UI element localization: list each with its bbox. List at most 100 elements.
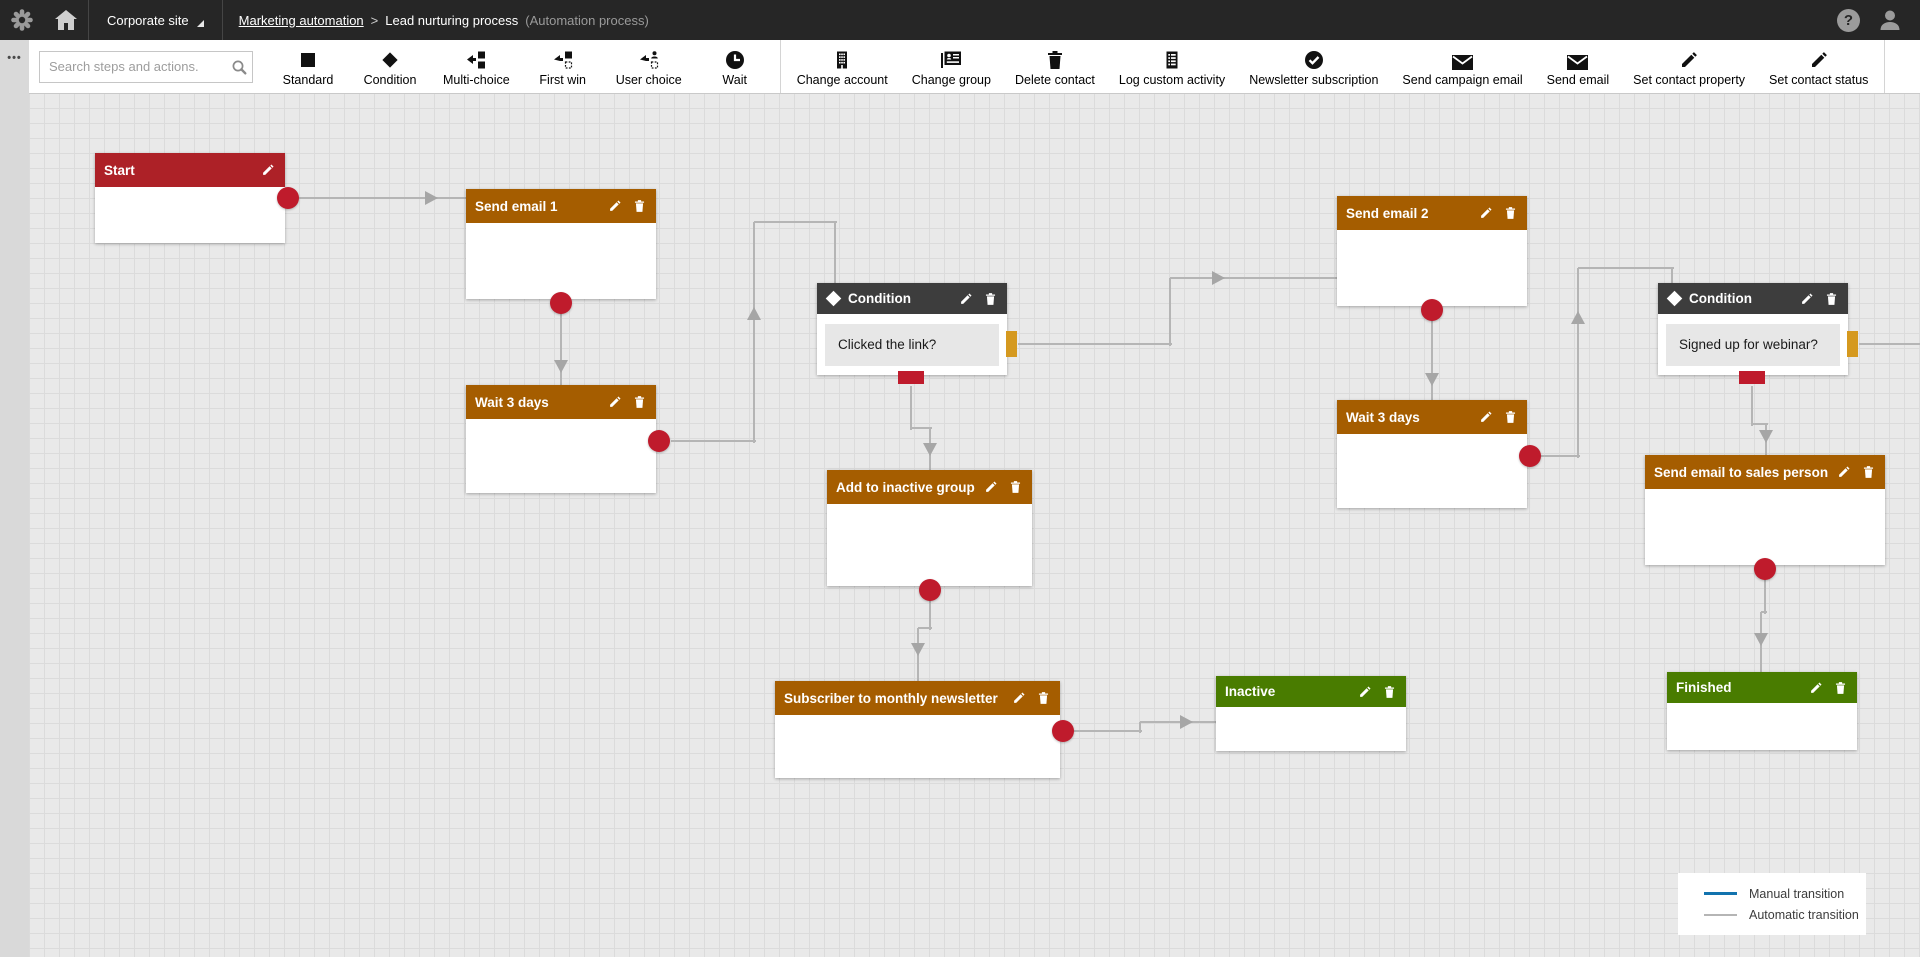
edit-icon[interactable] (1479, 410, 1493, 424)
toolbar-item-label: User choice (615, 72, 682, 87)
toolbar-item-label: Change group (911, 72, 991, 87)
delete-icon[interactable] (1504, 410, 1517, 424)
toolbar-item-newsletter-subscription[interactable]: Newsletter subscription (1237, 40, 1390, 93)
connector-circle-right[interactable] (1052, 720, 1074, 742)
breadcrumb-app-link[interactable]: Marketing automation (238, 12, 364, 28)
delete-icon[interactable] (633, 199, 646, 213)
edit-icon[interactable] (1358, 685, 1372, 699)
node-title: Wait 3 days (1346, 409, 1420, 425)
node-wait-3-days-2[interactable]: Wait 3 days (1337, 400, 1527, 508)
edit-icon[interactable] (261, 163, 275, 177)
node-title: Wait 3 days (475, 394, 549, 410)
kentico-logo-icon (0, 8, 44, 32)
user-icon[interactable] (1878, 8, 1902, 32)
connector-circle-right[interactable] (648, 430, 670, 452)
breadcrumb-page: Lead nurturing process (385, 12, 519, 28)
node-send-email-2[interactable]: Send email 2 (1337, 196, 1527, 306)
toolbar-item-log-custom-activity[interactable]: Log custom activity (1107, 40, 1237, 93)
edit-icon[interactable] (1837, 465, 1851, 479)
toolbar-item-label: Multi-choice (443, 72, 510, 87)
toolbar-item-wait[interactable]: Wait (694, 40, 776, 93)
edit-icon[interactable] (1012, 691, 1026, 705)
search-input[interactable] (40, 59, 231, 74)
connector-circle-bottom[interactable] (1754, 558, 1776, 580)
edit-icon[interactable] (608, 199, 622, 213)
toolbar-item-user-choice[interactable]: User choice (604, 40, 694, 93)
multi-choice-icon (466, 48, 486, 70)
node-condition-2[interactable]: Condition Signed up for webinar? (1658, 283, 1848, 375)
edit-icon[interactable] (1809, 681, 1823, 695)
node-condition-1[interactable]: Condition Clicked the link? (817, 283, 1007, 375)
toolbar-item-first-win[interactable]: First win (522, 40, 604, 93)
node-finished[interactable]: Finished (1667, 672, 1857, 750)
edit-icon[interactable] (959, 292, 973, 306)
toolbar-item-standard[interactable]: Standard (267, 40, 349, 93)
delete-icon[interactable] (1834, 681, 1847, 695)
connector-circle-bottom[interactable] (1421, 299, 1443, 321)
node-title: Finished (1676, 680, 1732, 695)
connector-circle-right[interactable] (277, 187, 299, 209)
delete-icon[interactable] (1862, 465, 1875, 479)
node-wait-3-days-1[interactable]: Wait 3 days (466, 385, 656, 493)
node-title: Condition (1689, 291, 1752, 306)
delete-icon[interactable] (1383, 685, 1396, 699)
automatic-transition-swatch (1704, 913, 1737, 916)
edit-icon[interactable] (608, 395, 622, 409)
edit-icon[interactable] (1479, 206, 1493, 220)
toolbar-item-label: Standard (282, 72, 334, 87)
connector-circle-bottom[interactable] (550, 292, 572, 314)
delete-icon[interactable] (633, 395, 646, 409)
home-icon[interactable] (44, 10, 88, 30)
help-icon[interactable]: ? (1837, 8, 1860, 32)
toolbar-item-label: Delete contact (1014, 72, 1095, 87)
toolbar-item-set-contact-status[interactable]: Set contact status (1757, 40, 1880, 93)
connector-circle-bottom[interactable] (919, 579, 941, 601)
connector-square-bottom[interactable] (898, 371, 924, 384)
delete-icon[interactable] (1504, 206, 1517, 220)
delete-icon[interactable] (984, 292, 997, 306)
left-gutter: ••• (0, 40, 29, 957)
toolbar-item-label: First win (539, 72, 586, 87)
toolbar-item-send-email[interactable]: Send email (1535, 40, 1622, 93)
toolbar-item-set-contact-property[interactable]: Set contact property (1621, 40, 1757, 93)
condition-text: Signed up for webinar? (1666, 323, 1840, 366)
toolbar-item-condition[interactable]: Condition (349, 40, 431, 93)
toolbar-actions-group: Change account Change group Delete conta… (785, 40, 1881, 93)
manual-transition-swatch (1704, 892, 1737, 895)
toolbar-item-delete-contact[interactable]: Delete contact (1003, 40, 1107, 93)
trash-icon (1045, 48, 1065, 70)
toolbar-item-send-campaign-email[interactable]: Send campaign email (1390, 40, 1534, 93)
node-subscriber-to-monthly-newsletter[interactable]: Subscriber to monthly newsletter (775, 681, 1060, 778)
toolbar-item-change-group[interactable]: Change group (900, 40, 1003, 93)
node-title: Condition (848, 291, 911, 306)
node-title: Add to inactive group (836, 479, 975, 495)
toolbar-item-label: Set contact property (1633, 72, 1746, 87)
node-title: Start (104, 162, 135, 178)
search-icon (231, 59, 247, 75)
node-title: Send email 1 (475, 198, 558, 214)
connector-square-bottom[interactable] (1739, 371, 1765, 384)
toolbar-divider (779, 40, 781, 93)
connector-orange-right[interactable] (1847, 331, 1858, 357)
toolbar-item-change-account[interactable]: Change account (785, 40, 900, 93)
delete-icon[interactable] (1009, 480, 1022, 494)
edit-icon[interactable] (1800, 292, 1814, 306)
toolbar-item-label: Set contact status (1769, 72, 1869, 87)
overflow-menu-icon[interactable]: ••• (7, 52, 22, 64)
connector-circle-right[interactable] (1519, 445, 1541, 467)
node-send-email-to-sales-person[interactable]: Send email to sales person (1645, 455, 1885, 565)
delete-icon[interactable] (1825, 292, 1838, 306)
node-inactive[interactable]: Inactive (1216, 676, 1406, 751)
toolbar-item-multi-choice[interactable]: Multi-choice (431, 40, 522, 93)
document-icon (1162, 48, 1182, 70)
envelope-icon (1567, 48, 1589, 70)
node-add-to-inactive-group[interactable]: Add to inactive group (827, 470, 1032, 586)
site-selector[interactable]: Corporate site (89, 0, 222, 40)
node-start[interactable]: Start (95, 153, 285, 243)
edit-icon[interactable] (984, 480, 998, 494)
connector-orange-right[interactable] (1006, 331, 1017, 357)
toolbar-item-label: Newsletter subscription (1249, 72, 1379, 87)
delete-icon[interactable] (1037, 691, 1050, 705)
node-send-email-1[interactable]: Send email 1 (466, 189, 656, 299)
toolbar-divider (1884, 40, 1886, 93)
